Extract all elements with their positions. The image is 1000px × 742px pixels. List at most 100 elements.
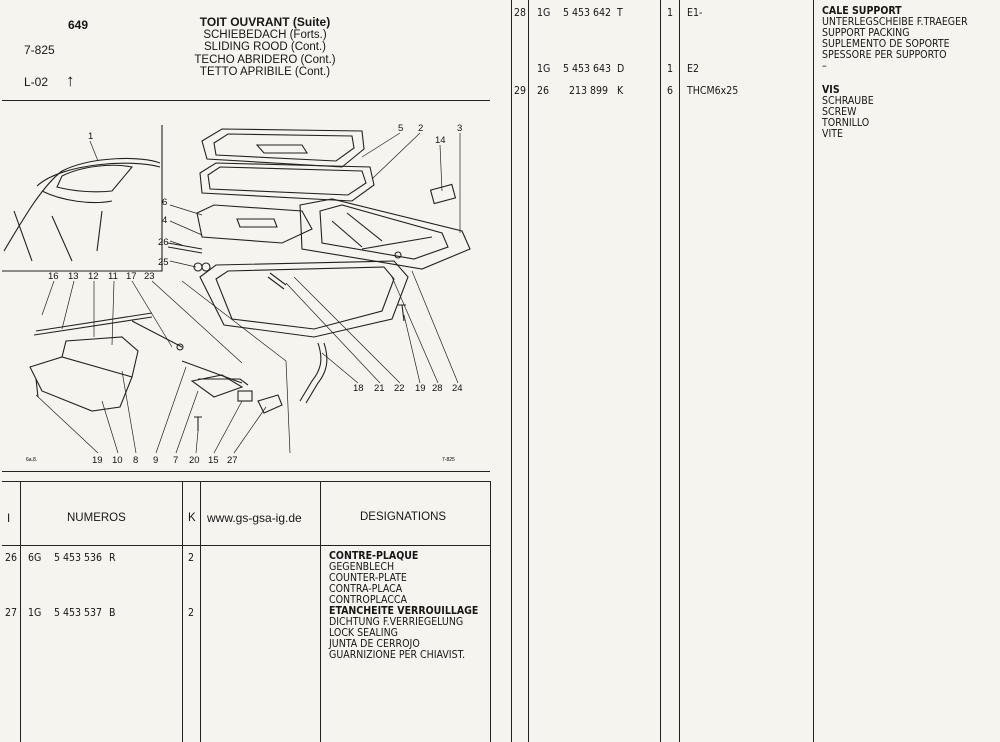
callout-13: 13 <box>68 271 79 282</box>
row-26-part: 5 453 536 <box>54 552 103 564</box>
row-27-des-it: GUARNIZIONE PER CHIAVIST. <box>329 649 466 661</box>
row-28b-part: 5 453 643 <box>563 63 612 75</box>
row-28-des-it: SPESSORE PER SUPPORTO <box>822 49 947 61</box>
right-divider-1 <box>528 0 529 742</box>
row-26-index: 26 <box>5 552 18 564</box>
row-28-part: 5 453 642 <box>563 7 612 19</box>
row-29-suffix: K <box>617 85 624 97</box>
callout-20: 20 <box>189 455 200 466</box>
row-28-des-de: UNTERLEGSCHEIBE F.TRAEGER <box>822 16 968 28</box>
callout-8: 8 <box>133 455 138 466</box>
row-28-designations: CALE SUPPORT UNTERLEGSCHEIBE F.TRAEGER S… <box>822 6 968 72</box>
header-designations: DESIGNATIONS <box>360 511 447 523</box>
callout-4: 4 <box>162 215 167 226</box>
callout-16: 16 <box>48 271 59 282</box>
col-divider-5 <box>490 481 491 742</box>
row-28-prefix: 1G <box>537 7 551 19</box>
callout-5: 5 <box>398 123 403 134</box>
callout-7: 7 <box>173 455 178 466</box>
col-divider-3 <box>200 481 201 742</box>
callout-19-bottom: 19 <box>92 455 103 466</box>
callout-28: 28 <box>432 383 443 394</box>
row-28b-code: E2 <box>687 63 699 75</box>
row-29-code: THCM6x25 <box>687 85 739 97</box>
callout-11: 11 <box>108 271 118 282</box>
website-link[interactable]: www.gs-gsa-ig.de <box>207 511 302 525</box>
row-29-des-it: VITE <box>822 128 843 140</box>
callout-6: 6 <box>162 197 167 208</box>
row-26-designations: CONTRE-PLAQUE GEGENBLECH COUNTER-PLATE C… <box>329 551 418 606</box>
callout-26: 26 <box>158 237 169 248</box>
right-divider-2 <box>660 0 661 742</box>
row-28-des-dash: – <box>822 60 827 72</box>
row-28-suffix: T <box>617 7 623 19</box>
reference-code: 7-825 <box>24 43 55 57</box>
title-en: SLIDING ROOD (Cont.) <box>203 41 327 53</box>
row-29-part: 213 899 <box>569 85 609 97</box>
row-29-des-es: TORNILLO <box>822 117 870 129</box>
right-divider-outer <box>511 0 512 742</box>
table-top-rule <box>2 481 490 482</box>
callout-21: 21 <box>374 383 385 394</box>
row-27-prefix: 1G <box>28 607 42 619</box>
callout-10: 10 <box>112 455 123 466</box>
col-divider-1 <box>20 481 21 742</box>
exploded-parts-diagram: 1 5 2 14 3 6 4 26 25 16 13 12 11 17 23 1… <box>2 100 490 472</box>
row-28-code: E1- <box>687 7 703 19</box>
col-divider-4 <box>320 481 321 742</box>
diagram-drawing: 1 5 2 14 3 6 4 26 25 16 13 12 11 17 23 1… <box>2 123 471 466</box>
callout-22: 22 <box>394 383 405 394</box>
callout-27: 27 <box>227 455 238 466</box>
right-divider-3 <box>679 0 680 742</box>
drawing-code-left: 6a.8. <box>26 457 37 463</box>
row-26-des-fr: CONTRE-PLAQUE <box>329 550 419 562</box>
row-26-des-en: COUNTER-PLATE <box>329 572 407 584</box>
row-28b-qty: 1 <box>667 63 674 75</box>
row-26-des-es: CONTRA-PLACA <box>329 583 403 595</box>
plate-number: 649 <box>68 18 89 32</box>
row-28-index: 28 <box>514 7 527 19</box>
row-27-qty: 2 <box>188 607 195 619</box>
callout-18: 18 <box>353 383 364 394</box>
callout-2: 2 <box>418 123 423 134</box>
title-de: SCHIEBEDACH (Forts.) <box>203 28 327 41</box>
up-arrow-icon: ↑ <box>66 71 75 90</box>
row-28-qty: 1 <box>667 7 674 19</box>
header-index: I <box>7 513 11 525</box>
drawing-code-right: 7-825 <box>442 457 455 463</box>
row-29-index: 29 <box>514 85 527 97</box>
level-code: L-02 <box>24 75 49 89</box>
table-header-rule <box>2 545 490 546</box>
row-27-des-fr: ETANCHEITE VERROUILLAGE <box>329 605 479 617</box>
callout-3: 3 <box>457 123 462 134</box>
callout-12: 12 <box>88 271 99 282</box>
callout-15: 15 <box>208 455 219 466</box>
row-26-des-de: GEGENBLECH <box>329 561 395 573</box>
callout-17: 17 <box>126 271 137 282</box>
title-es: TECHO ABRIDERO (Cont.) <box>194 53 336 66</box>
row-28-des-es: SUPLEMENTO DE SOPORTE <box>822 38 950 50</box>
row-27-des-es: JUNTA DE CERROJO <box>329 638 420 650</box>
row-29-des-fr: VIS <box>822 84 840 96</box>
callout-1: 1 <box>88 131 93 142</box>
row-27-index: 27 <box>5 607 18 619</box>
callout-19: 19 <box>415 383 426 394</box>
page-title-block: TOIT OUVRANT (Suite) SCHIEBEDACH (Forts.… <box>150 16 380 79</box>
row-27-part: 5 453 537 <box>54 607 103 619</box>
callout-9: 9 <box>153 455 158 466</box>
callout-14: 14 <box>435 135 446 146</box>
row-29-qty: 6 <box>667 85 674 97</box>
callout-23: 23 <box>144 271 155 282</box>
row-29-designations: VIS SCHRAUBE SCREW TORNILLO VITE <box>822 85 874 140</box>
row-28b-prefix: 1G <box>537 63 551 75</box>
row-26-prefix: 6G <box>28 552 42 564</box>
row-27-des-en: LOCK SEALING <box>329 627 398 639</box>
row-28b-suffix: D <box>617 63 625 75</box>
title-fr: TOIT OUVRANT (Suite) <box>199 15 331 29</box>
header-qty: K <box>188 512 196 524</box>
row-26-suffix: R <box>109 552 116 564</box>
row-27-des-de: DICHTUNG F.VERRIEGELUNG <box>329 616 464 628</box>
col-divider-2 <box>182 481 183 742</box>
row-27-designations: ETANCHEITE VERROUILLAGE DICHTUNG F.VERRI… <box>329 606 478 661</box>
callout-24: 24 <box>452 383 463 394</box>
